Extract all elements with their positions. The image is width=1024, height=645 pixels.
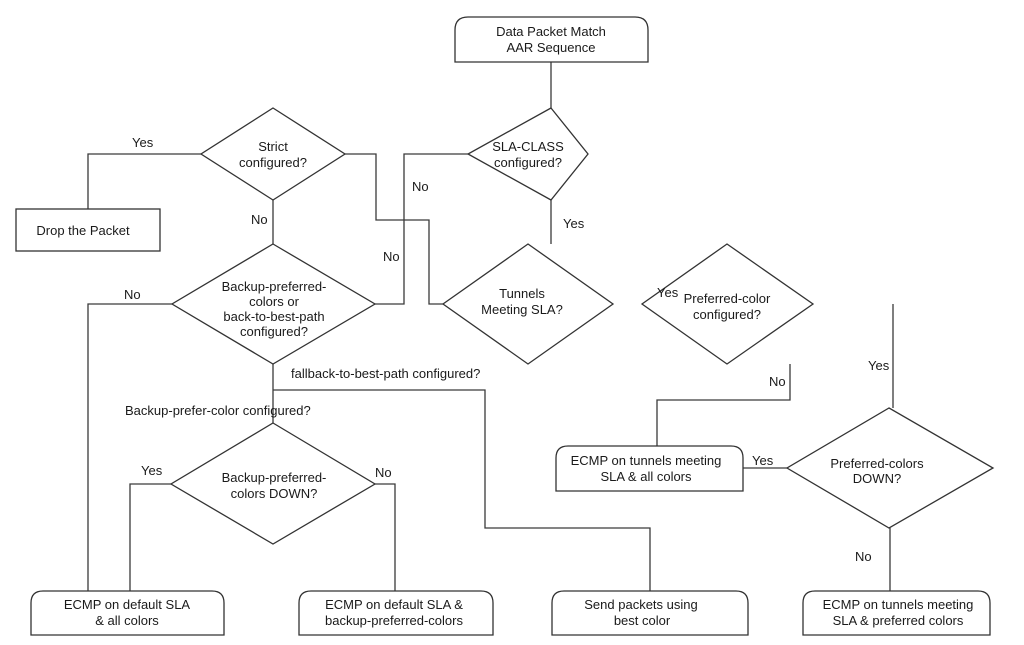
ecmp-sla-preferred-label-line1: ECMP on tunnels meeting bbox=[823, 597, 974, 612]
ecmp-default-all-box bbox=[30, 590, 225, 636]
label-backup-down-no: No bbox=[375, 465, 392, 480]
label-sla-no: No bbox=[412, 179, 429, 194]
backup-down-diamond bbox=[169, 422, 377, 545]
node-ecmp-default-backup: ECMP on default SLA & backup-preferred-c… bbox=[298, 590, 494, 636]
preferred-down-label-line2: DOWN? bbox=[853, 471, 901, 486]
backup-down-label-line2: colors DOWN? bbox=[231, 486, 318, 501]
node-best-color: Send packets using best color bbox=[551, 590, 749, 636]
start-label-line1: Data Packet Match bbox=[496, 24, 606, 39]
preferred-color-label-line2: configured? bbox=[693, 307, 761, 322]
start-box bbox=[454, 16, 649, 63]
label-strict-yes: Yes bbox=[132, 135, 154, 150]
edge-labels: Yes No No No Yes Yes No fallback-to-best… bbox=[124, 135, 890, 564]
label-backup-prefer: Backup-prefer-color configured? bbox=[125, 403, 311, 418]
preferred-down-label-line1: Preferred-colors bbox=[830, 456, 924, 471]
node-preferred-color: Preferred-color configured? bbox=[640, 243, 815, 365]
backup-down-label-line1: Backup-preferred- bbox=[222, 470, 327, 485]
edge-backup-or-best-no bbox=[87, 303, 172, 591]
edges bbox=[87, 62, 894, 591]
node-tunnels-sla: Tunnels Meeting SLA? bbox=[441, 243, 615, 365]
edge-preferred-color-no bbox=[656, 364, 791, 446]
label-pref-color-no: No bbox=[769, 374, 786, 389]
edge-fallback-to-best-color bbox=[273, 389, 651, 591]
backup-or-best-label-line3: back-to-best-path bbox=[223, 309, 324, 324]
drop-label: Drop the Packet bbox=[36, 223, 130, 238]
node-preferred-down: Preferred-colors DOWN? bbox=[785, 407, 995, 529]
node-backup-or-best: Backup-preferred- colors or back-to-best… bbox=[170, 243, 377, 365]
tunnels-sla-label-line1: Tunnels bbox=[499, 286, 545, 301]
backup-or-best-label-line4: configured? bbox=[240, 324, 308, 339]
drop-box bbox=[15, 208, 161, 252]
preferred-color-label-line1: Preferred-color bbox=[684, 291, 771, 306]
label-backup-no: No bbox=[124, 287, 141, 302]
strict-diamond bbox=[199, 107, 347, 201]
node-ecmp-default-all: ECMP on default SLA & all colors bbox=[30, 590, 225, 636]
strict-label-line2: configured? bbox=[239, 155, 307, 170]
edge-tunnels-no bbox=[345, 153, 443, 305]
node-backup-down: Backup-preferred- colors DOWN? bbox=[169, 422, 377, 545]
ecmp-sla-all-label-line1: ECMP on tunnels meeting bbox=[571, 453, 722, 468]
sla-class-diamond bbox=[466, 107, 589, 201]
ecmp-sla-preferred-label-line2: SLA & preferred colors bbox=[833, 613, 964, 628]
label-pref-down-yes: Yes bbox=[752, 453, 774, 468]
ecmp-default-all-label-line2: & all colors bbox=[95, 613, 159, 628]
ecmp-default-backup-label-line1: ECMP on default SLA & bbox=[325, 597, 463, 612]
best-color-label-line1: Send packets using bbox=[584, 597, 697, 612]
label-pref-down-no: No bbox=[855, 549, 872, 564]
start-label-line2: AAR Sequence bbox=[507, 40, 596, 55]
node-strict: Strict configured? bbox=[199, 107, 347, 201]
label-tunnels-no: No bbox=[383, 249, 400, 264]
node-sla-class: SLA-CLASS configured? bbox=[466, 107, 589, 201]
edge-backup-down-no bbox=[375, 483, 396, 591]
best-color-box bbox=[551, 590, 749, 636]
best-color-label-line2: best color bbox=[614, 613, 671, 628]
label-tunnels-yes: Yes bbox=[657, 285, 679, 300]
sla-class-label-line2: configured? bbox=[494, 155, 562, 170]
ecmp-sla-preferred-box bbox=[802, 590, 991, 636]
backup-or-best-label-line2: colors or bbox=[249, 294, 300, 309]
node-drop: Drop the Packet bbox=[15, 208, 161, 252]
sla-class-label-line1: SLA-CLASS bbox=[492, 139, 564, 154]
edge-backup-down-yes bbox=[129, 483, 171, 591]
backup-or-best-label-line1: Backup-preferred- bbox=[222, 279, 327, 294]
node-start: Data Packet Match AAR Sequence bbox=[454, 16, 649, 63]
edge-sla-class-no bbox=[375, 153, 468, 305]
label-backup-down-yes: Yes bbox=[141, 463, 163, 478]
label-fallback: fallback-to-best-path configured? bbox=[291, 366, 480, 381]
node-ecmp-sla-all: ECMP on tunnels meeting SLA & all colors bbox=[555, 445, 744, 492]
ecmp-default-backup-label-line2: backup-preferred-colors bbox=[325, 613, 464, 628]
preferred-color-diamond bbox=[640, 243, 815, 365]
label-pref-color-yes: Yes bbox=[868, 358, 890, 373]
tunnels-sla-diamond bbox=[441, 243, 615, 365]
label-sla-yes: Yes bbox=[563, 216, 585, 231]
ecmp-sla-all-label-line2: SLA & all colors bbox=[600, 469, 692, 484]
preferred-down-diamond bbox=[785, 407, 995, 529]
strict-label-line1: Strict bbox=[258, 139, 288, 154]
label-strict-no: No bbox=[251, 212, 268, 227]
ecmp-default-all-label-line1: ECMP on default SLA bbox=[64, 597, 191, 612]
backup-or-best-diamond bbox=[170, 243, 377, 365]
node-ecmp-sla-preferred: ECMP on tunnels meeting SLA & preferred … bbox=[802, 590, 991, 636]
ecmp-default-backup-box bbox=[298, 590, 494, 636]
tunnels-sla-label-line2: Meeting SLA? bbox=[481, 302, 563, 317]
edge-strict-yes bbox=[87, 153, 201, 209]
ecmp-sla-all-box bbox=[555, 445, 744, 492]
